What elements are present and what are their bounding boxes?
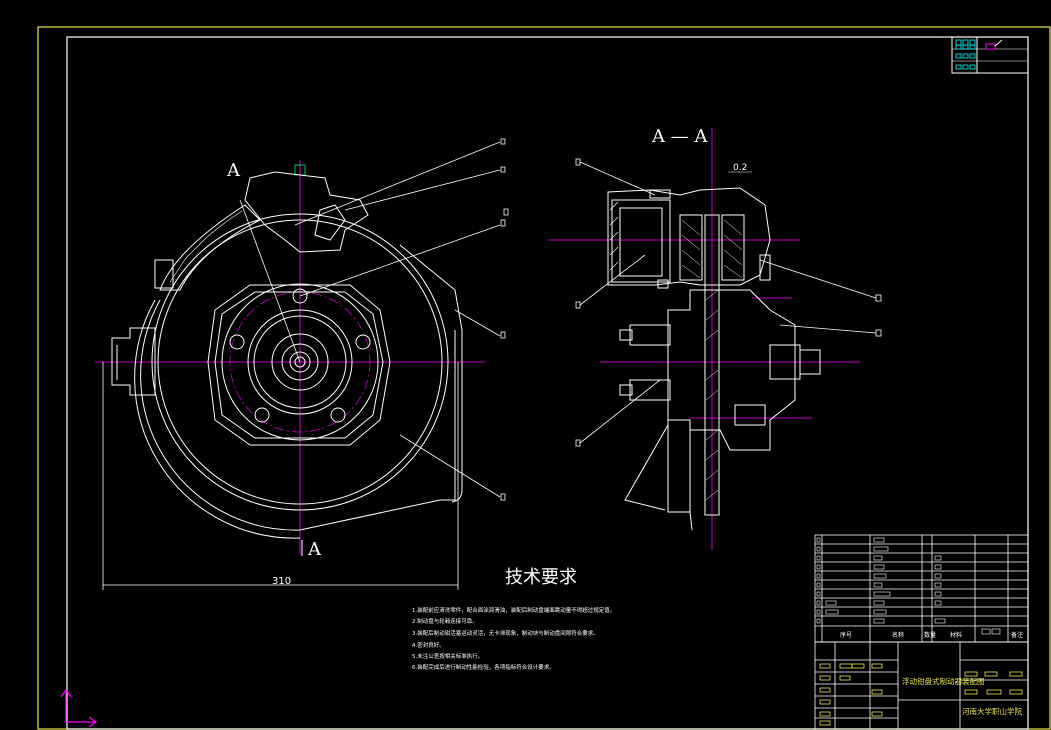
- bolt-hole: [229, 334, 245, 350]
- tech-line: 1.装配前应清洗零件，配合面涂润滑油，装配后制动盘端面跳动量不得超过规定值。: [412, 606, 615, 614]
- inner-frame: [66, 36, 1029, 730]
- top-right-code-box: [951, 36, 1029, 74]
- tech-line: 4.密封良好。: [412, 641, 445, 649]
- front-leaders: [294, 138, 509, 501]
- tech-line: 2.制动盘与轮毂连接可靠。: [412, 617, 478, 625]
- hub-flange: [207, 284, 391, 446]
- tech-line: 6.装配完成后进行制动性能检验，各项指标符合设计要求。: [412, 663, 555, 671]
- parts-list-header: 序号 名称 数量 材料 备注: [840, 631, 1023, 639]
- tech-requirements-title: 技术要求: [505, 567, 577, 588]
- caliper-body: [159, 204, 261, 291]
- front-view: [95, 160, 485, 555]
- outer-brake-pad: [721, 214, 745, 281]
- section-view: [548, 128, 860, 550]
- inner-brake-pad: [679, 214, 703, 281]
- section-leaders: [575, 158, 882, 447]
- dimension-310-text: 310: [272, 576, 291, 587]
- mount-boss: [111, 327, 156, 396]
- steering-knuckle: [667, 420, 691, 513]
- tech-requirements-list: 1.装配前应清洗零件，配合面涂润滑油，装配后制动盘端面跳动量不得超过规定值。 2…: [412, 606, 615, 671]
- section-label-top: A: [226, 160, 241, 181]
- disc-outline: [140, 299, 456, 531]
- outer-frame: [37, 26, 1051, 730]
- section-label-bottom: A: [307, 539, 322, 560]
- tolerance-value: 0.2: [733, 163, 747, 173]
- brake-disc-section: [704, 214, 720, 516]
- tech-line: 5.未注公差按相关标准执行。: [412, 652, 483, 660]
- brake-disc: [151, 213, 449, 511]
- svg-text:序号: 序号: [840, 631, 852, 639]
- piston-bore: [611, 199, 671, 283]
- section-line: [239, 199, 301, 363]
- hub-outer-ring: [221, 283, 379, 441]
- caliper-bracket: [244, 171, 369, 253]
- dimension-310: [102, 362, 459, 590]
- drawing-name: 浮动钳盘式制动器装配图: [902, 676, 985, 686]
- caliper-housing: [607, 187, 771, 286]
- parts-list-table: [814, 534, 1029, 643]
- tech-line: 3.装配后制动钳活塞运动灵活，无卡滞现象，制动块与制动盘间隙符合要求。: [412, 629, 599, 637]
- title-block: [814, 641, 1029, 730]
- school-name: 河南大学职山学院: [962, 706, 1022, 716]
- ucs-icon: [60, 688, 98, 728]
- svg-text:材料: 材料: [950, 631, 962, 639]
- section-title: A — A: [651, 126, 708, 147]
- bleed-screw: [154, 259, 174, 289]
- bolt-hole: [330, 407, 346, 423]
- bolt-hole: [292, 288, 308, 304]
- wheel-hub: [667, 289, 796, 451]
- bolt-hole: [254, 407, 270, 423]
- bolt-hole: [355, 334, 371, 350]
- svg-text:数量: 数量: [924, 631, 936, 639]
- svg-text:备注: 备注: [1011, 631, 1023, 639]
- svg-text:名称: 名称: [892, 631, 904, 639]
